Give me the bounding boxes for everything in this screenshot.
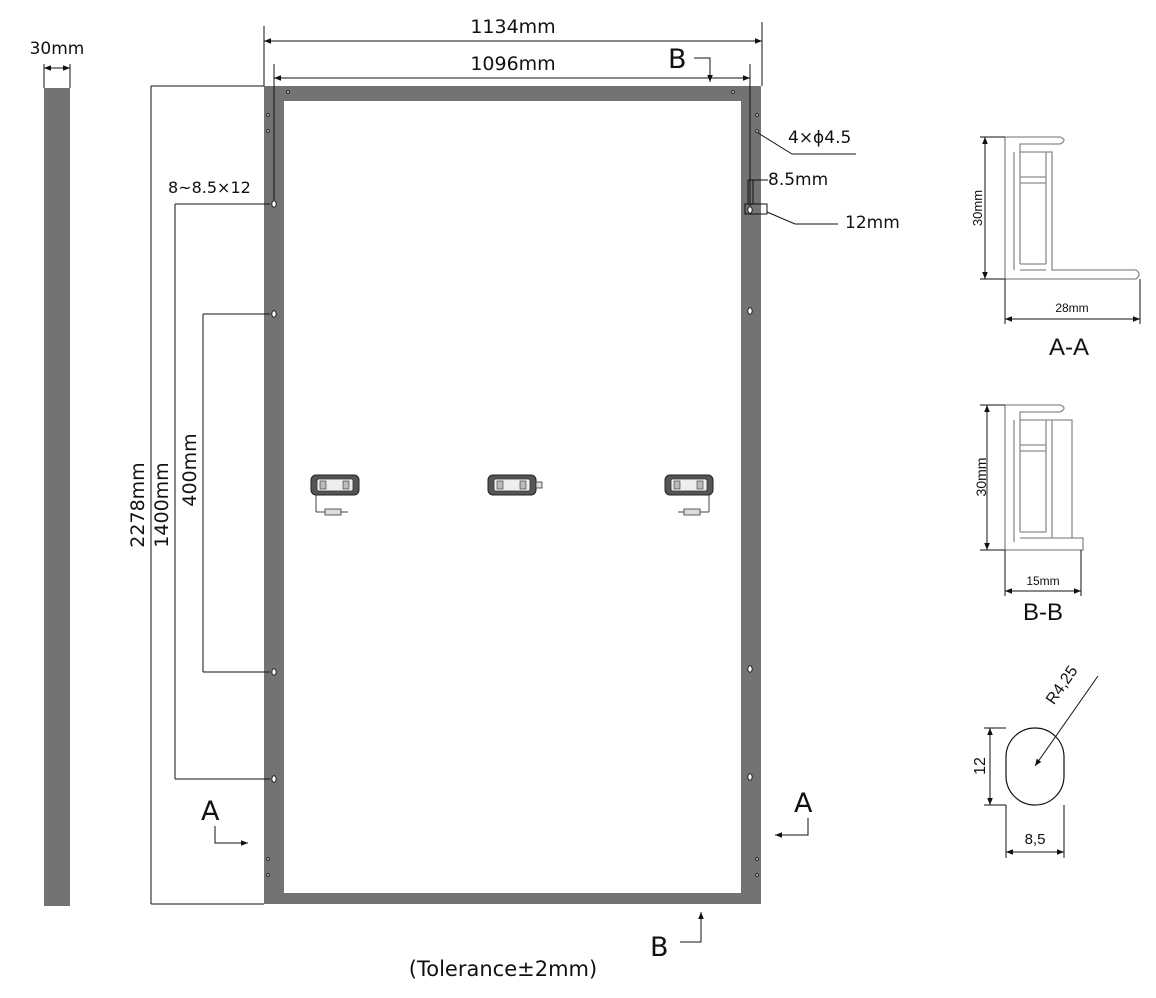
section-bb: 30mm 15mm B-B	[973, 404, 1084, 626]
bb-height-label: 30mm	[973, 458, 989, 497]
svg-text:B: B	[650, 932, 669, 963]
bb-width-label: 15mm	[1026, 574, 1059, 588]
mount-spacing-outer-label: 1400mm	[151, 462, 173, 547]
bb-title: B-B	[1023, 599, 1063, 626]
side-frame	[44, 88, 70, 906]
mounting-slots-right	[747, 206, 753, 781]
section-marker-b-top: B	[668, 44, 713, 82]
aa-width-label: 28mm	[1055, 301, 1088, 315]
inner-width-label: 1096mm	[470, 53, 555, 75]
slot-radius-label: R4,25	[1043, 663, 1081, 708]
slot-outline	[1005, 727, 1065, 806]
tolerance-note: (Tolerance±2mm)	[409, 957, 597, 981]
side-thickness-label: 30mm	[30, 39, 85, 59]
slot-length-label: 12mm	[845, 213, 900, 233]
svg-text:A: A	[201, 796, 220, 827]
aa-height-label: 30mm	[970, 190, 985, 226]
svg-text:A: A	[794, 788, 813, 819]
mounting-slots-left	[271, 200, 277, 783]
side-view: 30mm	[30, 39, 85, 906]
junction-box-right	[664, 474, 714, 516]
ground-holes-label: 4×ϕ4.5	[788, 128, 851, 148]
section-marker-b-bottom: B	[650, 912, 704, 963]
slot-width-label: 8.5mm	[768, 170, 828, 190]
profile-bb	[1004, 404, 1084, 551]
slot-detail: R4,25 12 8,5	[972, 663, 1099, 858]
junction-box-left	[310, 474, 360, 516]
slot-width-detail-label: 8,5	[1025, 831, 1046, 848]
profile-aa	[1004, 136, 1140, 280]
ground-holes	[266, 90, 759, 877]
aa-title: A-A	[1049, 334, 1089, 361]
junction-box-center	[487, 474, 543, 496]
section-marker-a-right: A	[775, 788, 813, 838]
section-marker-a-left: A	[201, 796, 248, 846]
overall-width-label: 1134mm	[470, 16, 555, 38]
front-view: 1134mm 1096mm 2278mm 1400mm 400mm 8~8.5×…	[127, 16, 900, 981]
section-aa: 30mm 28mm A-A	[970, 136, 1141, 361]
overall-height-label: 2278mm	[127, 462, 149, 547]
mount-slot-spec-label: 8~8.5×12	[168, 178, 251, 197]
mount-spacing-inner-label: 400mm	[179, 433, 201, 506]
slot-height-label: 12	[972, 757, 989, 775]
svg-text:B: B	[668, 44, 687, 75]
